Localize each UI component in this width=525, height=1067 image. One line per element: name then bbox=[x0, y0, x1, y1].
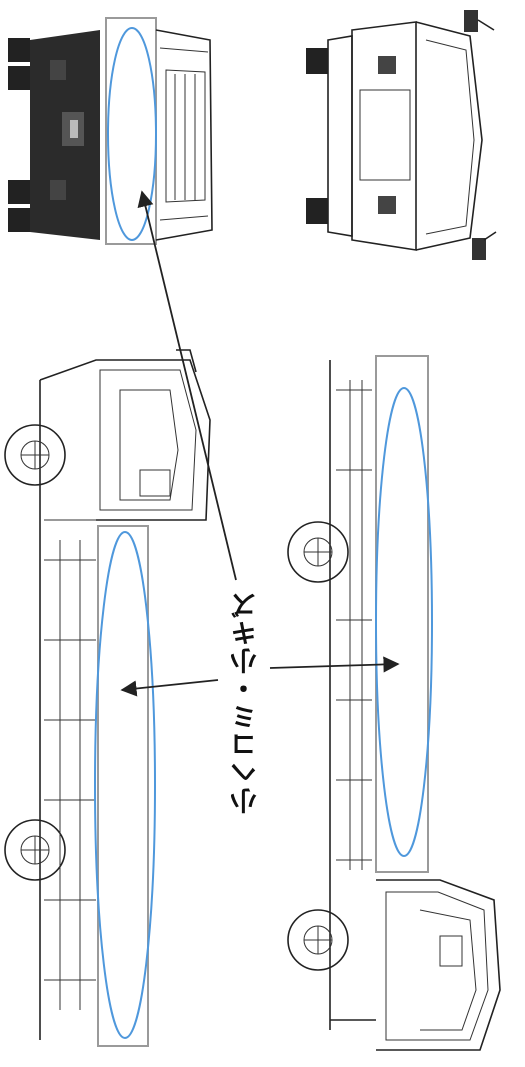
damage-label: 小ヘコミ・小キズ bbox=[231, 590, 261, 814]
damage-highlight-side-left bbox=[94, 531, 156, 1039]
side-view-truck-left bbox=[4, 349, 211, 1047]
damage-highlight-rear bbox=[107, 27, 157, 241]
arrow-to-right-side bbox=[269, 656, 400, 673]
side-view-truck-right bbox=[287, 355, 501, 1051]
front-view-truck bbox=[306, 10, 497, 260]
arrow-to-rear-view bbox=[137, 190, 237, 581]
rear-view-truck bbox=[8, 17, 213, 245]
front-wheel-icon bbox=[4, 424, 66, 486]
arrow-to-left-side bbox=[120, 679, 219, 697]
rear-wheel-icon bbox=[4, 819, 66, 881]
rear-tire-icon bbox=[8, 38, 30, 62]
side-panel-left bbox=[97, 525, 149, 1047]
damage-highlight-side-right bbox=[375, 387, 433, 857]
